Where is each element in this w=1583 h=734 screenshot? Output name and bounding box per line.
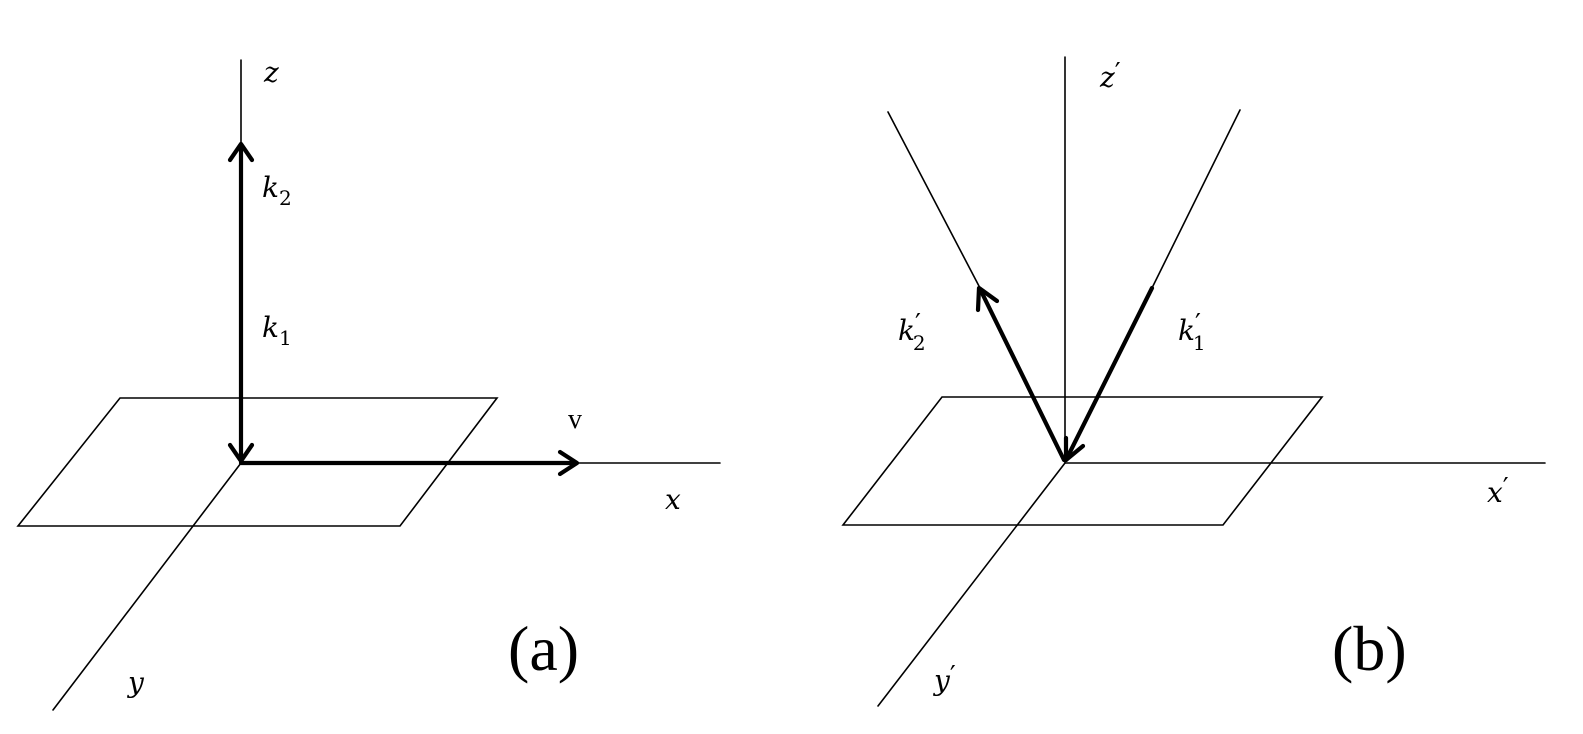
k2-prime-guide-b — [887, 111, 981, 289]
v-label-a: v — [568, 404, 582, 435]
z-axis-label-a: z — [263, 56, 279, 89]
k2-prime-label-b: k′2 — [898, 309, 926, 355]
vector-k2-prime-b — [977, 286, 1067, 463]
x-prime-axis-label-b: x′ — [1487, 473, 1509, 509]
x-axis-label-a: x — [665, 483, 681, 516]
k1-label-a: k1 — [262, 311, 292, 350]
y-axis-a — [52, 462, 242, 711]
arrowhead-k2-a — [227, 141, 255, 163]
panel-a: z x y k2 k1 v (a) — [16, 56, 721, 711]
z-prime-axis-label-b: z′ — [1099, 58, 1121, 94]
plane-b — [841, 396, 1324, 526]
vector-k1-prime-b — [1063, 285, 1155, 463]
panel-label-a: (a) — [508, 613, 579, 684]
y-prime-axis-label-b: y′ — [932, 661, 956, 697]
plane-a — [16, 397, 499, 527]
arrowhead-v-a — [557, 449, 580, 477]
y-axis-label-a: y — [126, 666, 145, 699]
panel-label-b: (b) — [1332, 613, 1407, 684]
k2-label-a: k2 — [262, 171, 292, 210]
panel-b: z′ x′ y′ k′2 k′1 (b) — [841, 56, 1546, 707]
y-axis-b — [877, 462, 1066, 707]
k1-prime-guide-b — [1151, 109, 1241, 289]
k1-prime-label-b: k′1 — [1178, 309, 1206, 355]
arrowhead-k2-prime-b — [975, 285, 1000, 313]
